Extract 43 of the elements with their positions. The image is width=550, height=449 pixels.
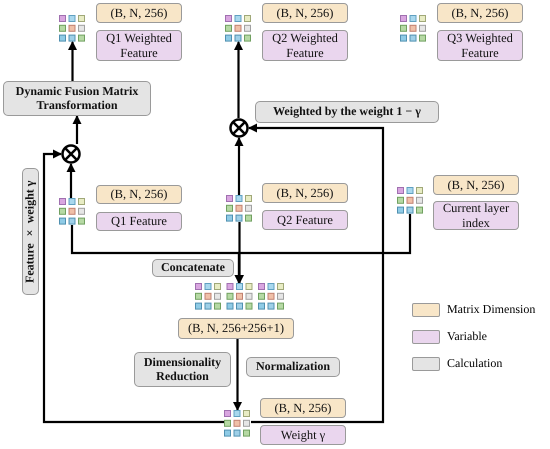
legend-label: Calculation <box>447 356 502 371</box>
multiply-symbol <box>61 144 81 164</box>
matrix-icon <box>195 283 284 311</box>
multiply-symbol <box>229 118 249 138</box>
matrix-icon <box>224 410 251 437</box>
arrow <box>72 115 82 144</box>
calculation-box: Normalization <box>246 357 340 377</box>
arrow <box>248 124 384 424</box>
calculation-box: Concatenate <box>152 259 234 277</box>
matrix-icon <box>226 195 253 222</box>
variable-tag: Q2 Feature <box>262 210 348 230</box>
calculation-box: Feature × weight γ <box>22 168 39 295</box>
matrix-icon <box>400 15 427 42</box>
arrow <box>42 150 224 424</box>
arrow <box>233 339 242 411</box>
arrow <box>66 163 76 198</box>
arrow <box>234 137 244 195</box>
dimension-tag: (B, N, 256) <box>260 398 346 418</box>
arrow <box>234 214 412 284</box>
variable-tag: Current layer index <box>433 201 519 230</box>
variable-tag: Q3 Weighted Feature <box>437 30 523 61</box>
variable-tag: Weight γ <box>260 425 346 445</box>
calculation-box: Weighted by the weight 1 − γ <box>255 101 439 123</box>
matrix-icon <box>59 198 86 225</box>
dimension-tag: (B, N, 256) <box>437 3 523 23</box>
matrix-icon <box>59 15 86 42</box>
dimension-tag: (B, N, 256) <box>262 3 348 23</box>
calculation-box: Dynamic Fusion Matrix Transformation <box>3 81 151 116</box>
variable-tag: Q1 Feature <box>96 212 182 231</box>
arrow <box>68 41 77 81</box>
dimension-tag: (B, N, 256) <box>96 3 182 23</box>
dimension-tag: (B, N, 256) <box>262 183 348 203</box>
dimension-tag: (B, N, 256) <box>96 185 182 204</box>
calculation-box: Dimensionality Reduction <box>134 352 231 387</box>
arrow <box>234 41 243 118</box>
dimension-tag: (B, N, 256) <box>433 175 519 195</box>
variable-tag: Q2 Weighted Feature <box>262 30 348 61</box>
legend-label: Variable <box>447 329 487 344</box>
matrix-icon <box>225 15 252 42</box>
variable-tag: Q1 Weighted Feature <box>96 30 182 61</box>
legend-label: Matrix Dimension <box>447 302 536 317</box>
dimension-tag: (B, N, 256+256+1) <box>178 318 294 339</box>
matrix-icon <box>397 187 424 214</box>
